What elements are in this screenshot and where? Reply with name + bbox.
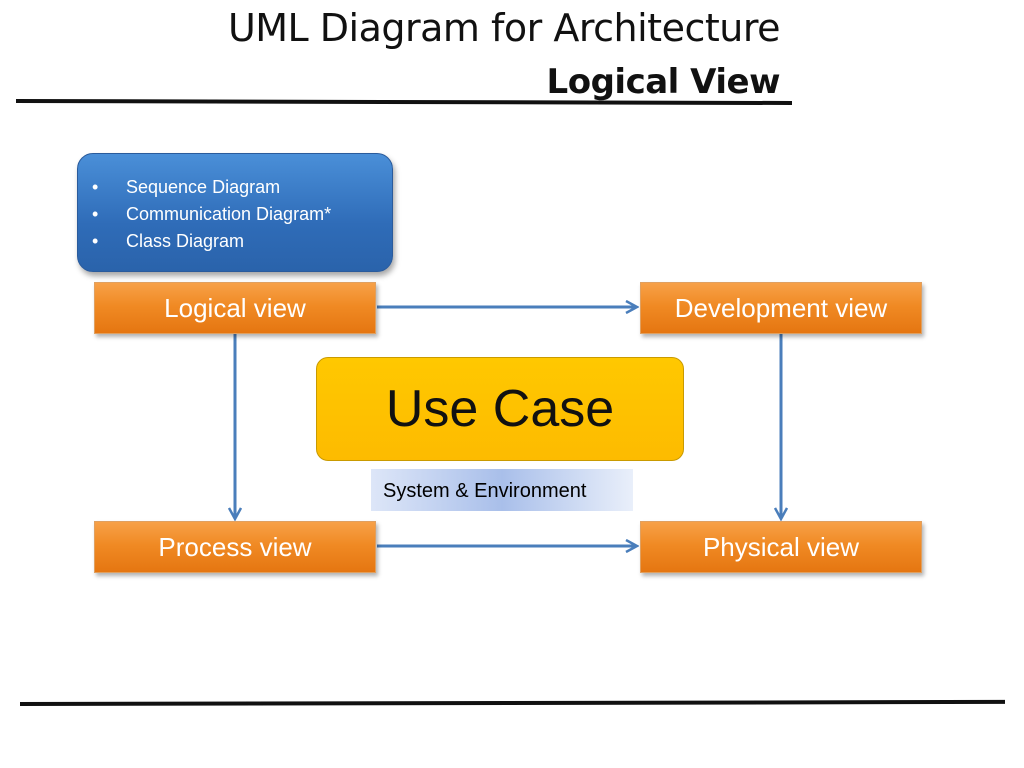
page-subtitle: Logical View	[546, 62, 781, 102]
list-item: Sequence Diagram	[92, 174, 392, 201]
development-view-box: Development view	[640, 282, 922, 334]
process-view-box: Process view	[94, 521, 376, 573]
use-case-box: Use Case	[316, 357, 684, 461]
logical-view-box: Logical view	[94, 282, 376, 334]
logical-view-diagrams-callout: Sequence Diagram Communication Diagram* …	[77, 153, 393, 272]
list-item: Communication Diagram*	[92, 201, 392, 228]
list-item: Class Diagram	[92, 228, 392, 255]
system-environment-label: System & Environment	[371, 469, 633, 511]
diagram-list: Sequence Diagram Communication Diagram* …	[78, 154, 392, 255]
page-title: UML Diagram for Architecture	[227, 6, 781, 50]
physical-view-box: Physical view	[640, 521, 922, 573]
